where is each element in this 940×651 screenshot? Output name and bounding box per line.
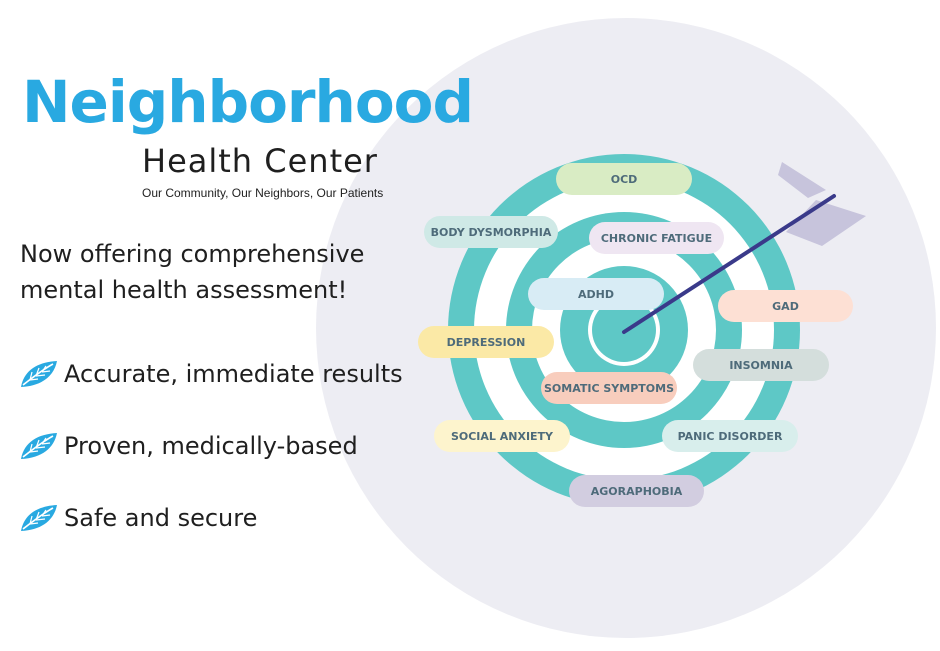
condition-pill-label: SOCIAL ANXIETY	[450, 429, 554, 443]
condition-pill-label: PANIC DISORDER	[677, 429, 783, 443]
condition-pill-label: SOMATIC SYMPTOMS	[544, 381, 674, 395]
condition-pill-label: CHRONIC FATIGUE	[600, 231, 713, 245]
arrow-fletching-bottom	[786, 200, 866, 246]
headline-line-2: mental health assessment!	[20, 276, 348, 304]
headline-line-1: Now offering comprehensive	[20, 240, 365, 268]
condition-pill-panic-disorder: PANIC DISORDER	[662, 420, 798, 452]
condition-pill-agoraphobia: AGORAPHOBIA	[569, 475, 704, 507]
condition-pill-label: ADHD	[578, 287, 614, 301]
arrow-fletching-top	[778, 162, 826, 198]
leaf-icon	[21, 433, 57, 459]
feature-text: Proven, medically-based	[64, 432, 358, 460]
leaf-icon	[21, 361, 57, 387]
logo: Neighborhood Health Center Our Community…	[22, 68, 474, 204]
feature-text: Accurate, immediate results	[64, 360, 403, 388]
condition-pill-adhd: ADHD	[528, 278, 664, 310]
feature-item: Safe and secure	[18, 502, 257, 534]
condition-pill-depression: DEPRESSION	[418, 326, 554, 358]
condition-pill-label: INSOMNIA	[729, 358, 793, 372]
logo-title: Neighborhood	[22, 68, 474, 136]
arrow-shaft	[622, 194, 836, 334]
leaf-icon	[21, 505, 57, 531]
condition-pill-social-anxiety: SOCIAL ANXIETY	[434, 420, 570, 452]
headline: Now offering comprehensive mental health…	[20, 236, 420, 308]
condition-pill-body-dysmorphia: BODY DYSMORPHIA	[424, 216, 558, 248]
condition-pill-label: BODY DYSMORPHIA	[430, 225, 552, 239]
condition-pill-gad: GAD	[718, 290, 853, 322]
logo-subtitle: Health Center	[142, 142, 378, 180]
condition-pill-label: OCD	[610, 172, 638, 186]
logo-tagline: Our Community, Our Neighbors, Our Patien…	[142, 186, 384, 200]
feature-item: Proven, medically-based	[18, 430, 358, 462]
condition-pill-label: DEPRESSION	[446, 335, 526, 349]
condition-pill-ocd: OCD	[556, 163, 692, 195]
condition-pill-somatic-symptoms: SOMATIC SYMPTOMS	[541, 372, 677, 404]
condition-pill-chronic-fatigue: CHRONIC FATIGUE	[589, 222, 724, 254]
condition-pill-label: GAD	[772, 299, 799, 313]
condition-pill-label: AGORAPHOBIA	[590, 484, 683, 498]
feature-item: Accurate, immediate results	[18, 358, 403, 390]
condition-pill-insomnia: INSOMNIA	[693, 349, 829, 381]
feature-text: Safe and secure	[64, 504, 258, 532]
